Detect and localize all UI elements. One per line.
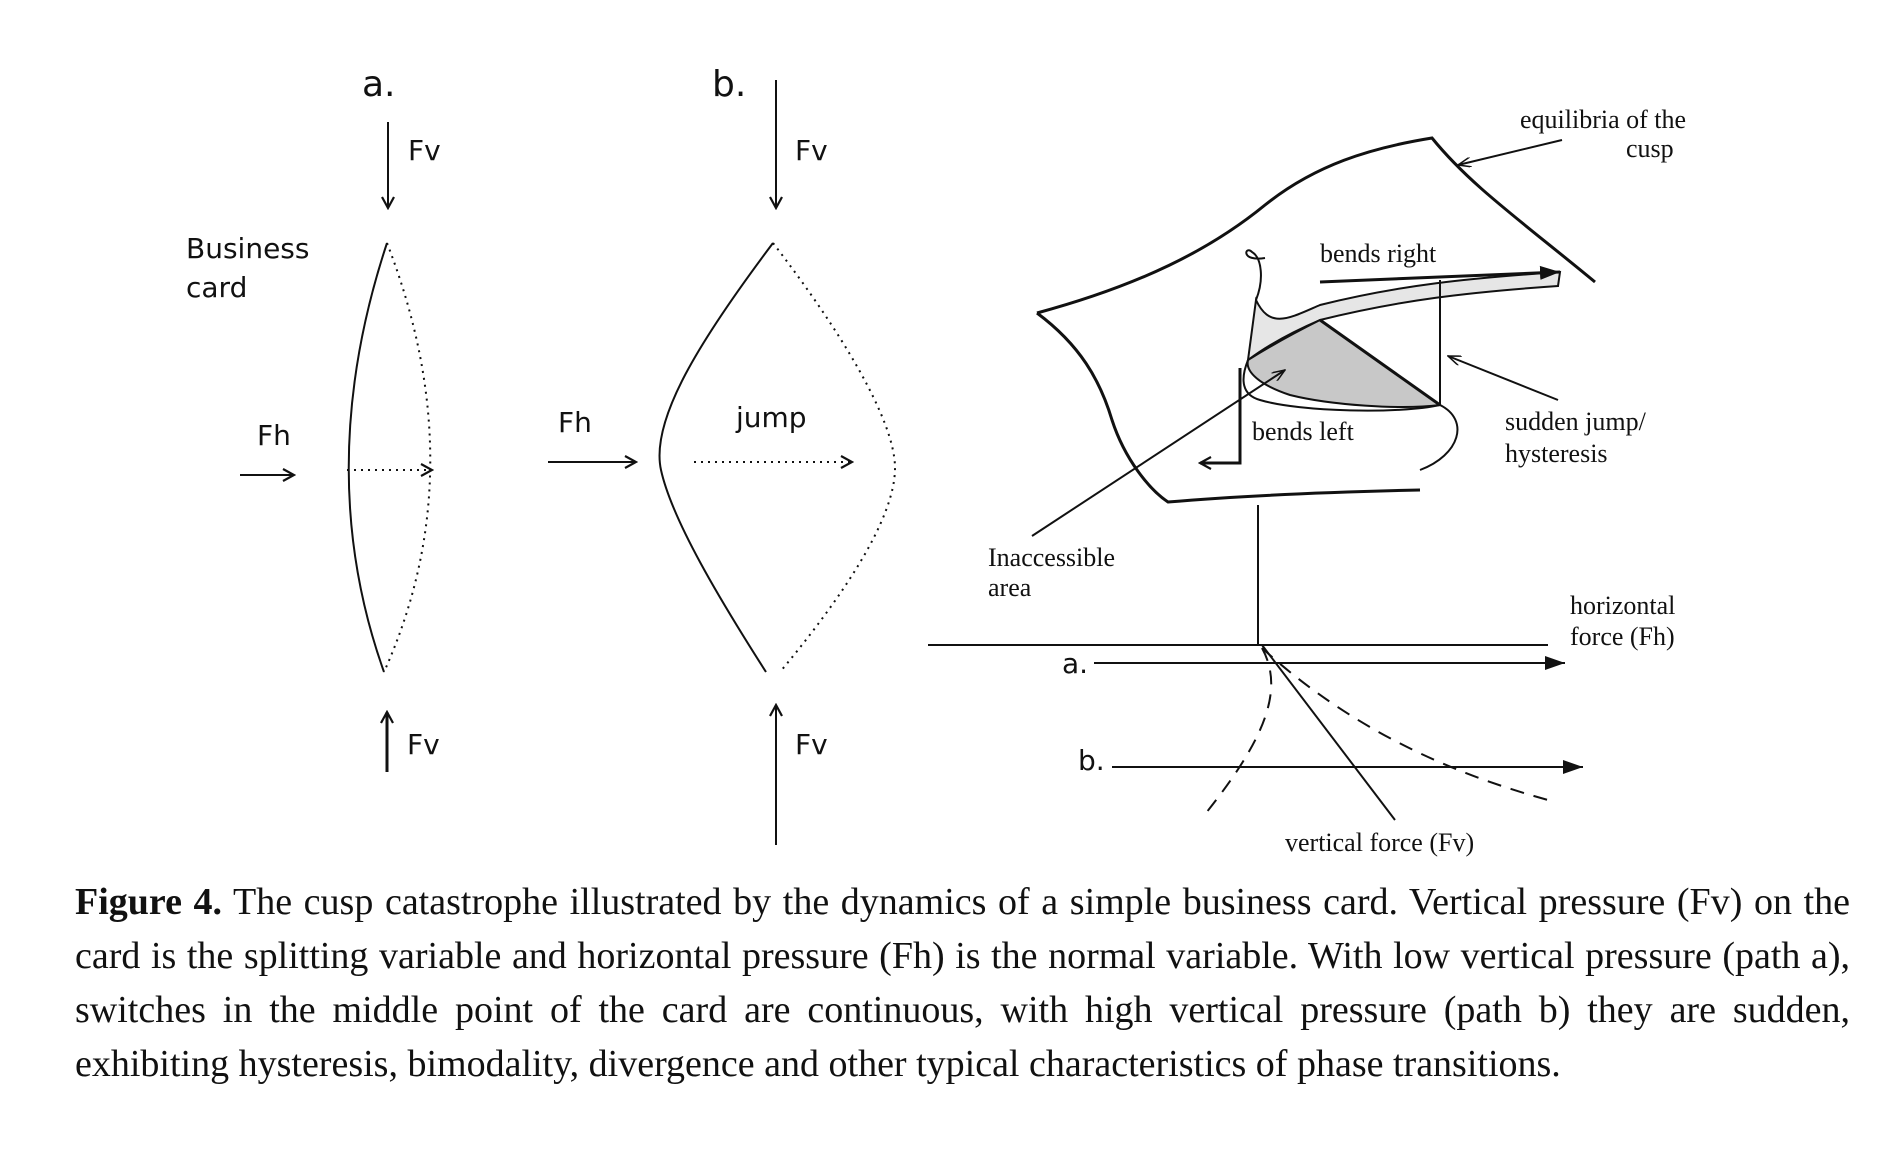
bends-left-label: bends left [1252, 417, 1355, 446]
inaccessible-pointer [1031, 370, 1285, 537]
horizontal-force-label-line1: horizontal [1570, 591, 1675, 620]
caption-text: The cusp catastrophe illustrated by the … [75, 881, 1850, 1085]
equilibria-surface [1036, 136, 1596, 504]
panel-b-fh-label: Fh [558, 406, 592, 439]
path-b-label: b. [1078, 744, 1105, 777]
vertical-force-label: vertical force (Fv) [1285, 828, 1474, 857]
sudden-jump-pointer [1448, 355, 1559, 401]
panel-b-jump-label: jump [735, 401, 807, 434]
equilibria-label-line1: equilibria of the [1520, 105, 1686, 134]
cusp-catastrophe-figure: a. Fv Business card Fh Fv b. Fv Fh jump … [186, 64, 1686, 857]
sudden-jump-label-line2: hysteresis [1505, 439, 1608, 468]
horizontal-force-label-line2: force (Fh) [1570, 622, 1675, 651]
equilibria-label-line2: cusp [1626, 134, 1674, 163]
panel-b-card-solid [658, 242, 774, 673]
panel-a-card-solid [347, 242, 388, 673]
inaccessible-label-line1: Inaccessible [988, 543, 1115, 572]
panel-b-label: b. [712, 64, 746, 105]
panel-a-fv-top-label: Fv [408, 134, 441, 167]
bends-right-arrow [1319, 265, 1561, 284]
lower-fold-edge [1242, 359, 1459, 471]
caption-label: Figure 4. [75, 881, 223, 923]
panel-a-label: a. [362, 64, 396, 105]
sudden-jump-label-line1: sudden jump/ [1505, 407, 1647, 436]
bends-right-label: bends right [1320, 239, 1437, 268]
business-card-label-line1: Business [186, 232, 309, 265]
figure-caption: Figure 4. The cusp catastrophe illustrat… [75, 875, 1850, 1091]
fold-loop [1245, 249, 1266, 301]
bifurcation-curve-right [1261, 647, 1549, 801]
inaccessible-label-line2: area [988, 573, 1032, 602]
panel-a: a. Fv Business card Fh Fv [186, 64, 441, 772]
bifurcation-curve-left [1201, 647, 1273, 819]
business-card-label-line2: card [186, 271, 247, 304]
panel-b-fv-top-label: Fv [795, 134, 828, 167]
panel-b-fv-bottom-label: Fv [795, 728, 828, 761]
panel-b: b. Fv Fh jump Fv [548, 64, 897, 845]
panel-b-card-dotted [772, 242, 897, 673]
panel-a-fv-bottom-label: Fv [407, 728, 440, 761]
equilibria-pointer [1458, 139, 1563, 165]
vertical-force-axis [1261, 644, 1396, 821]
path-a-label: a. [1062, 647, 1088, 680]
panel-a-fh-label: Fh [257, 419, 291, 452]
bends-left-arrow [1200, 368, 1242, 463]
cusp-surface-diagram: equilibria of the cusp bends right bends… [928, 105, 1686, 857]
panel-a-card-dotted [383, 242, 432, 673]
fold-ridge [1319, 318, 1441, 407]
